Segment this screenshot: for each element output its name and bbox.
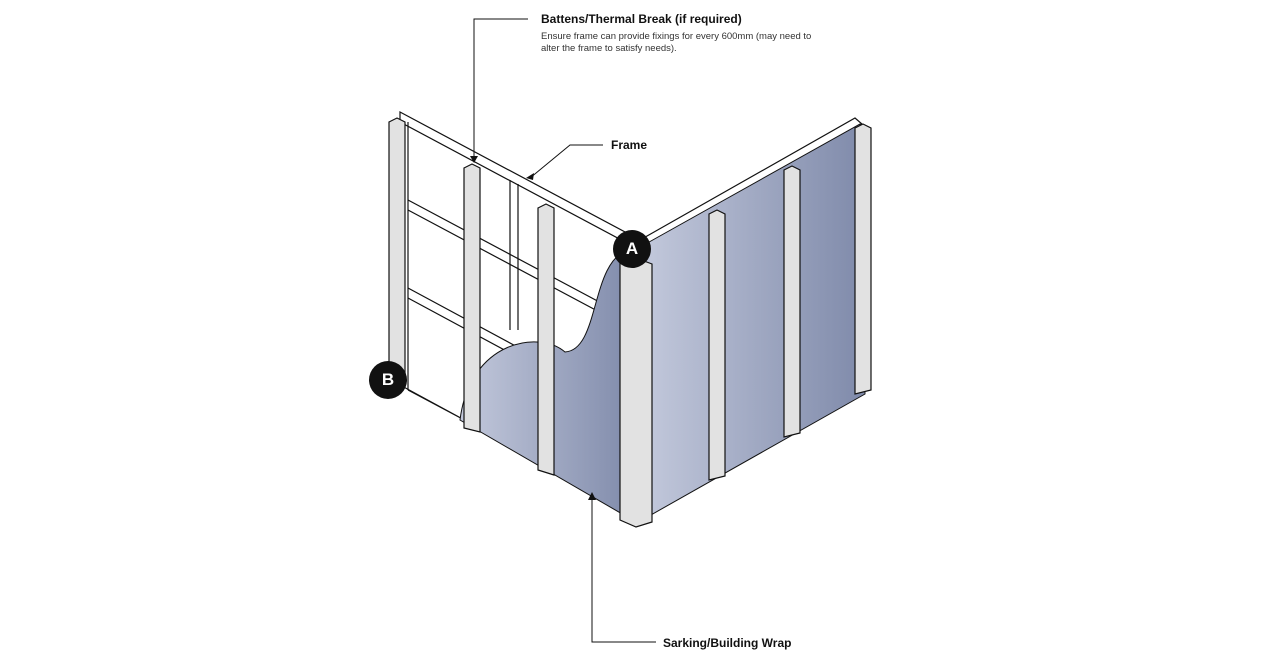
battens-leader (473, 18, 528, 160)
batten (708, 209, 726, 481)
battens-note: Ensure frame can provide fixings for eve… (541, 31, 812, 54)
batten (388, 117, 406, 386)
batten (854, 123, 872, 395)
arrowhead-icon (526, 173, 534, 180)
left-top-plate (399, 111, 641, 251)
corner-batten (619, 257, 653, 528)
arrowheads (470, 156, 596, 500)
battens-label: Battens/Thermal Break (if required) (541, 12, 742, 26)
marker-b: B (369, 361, 407, 399)
right-sarking (641, 123, 866, 521)
leader-lines (473, 18, 656, 643)
marker-a: A (613, 230, 651, 268)
arrowhead-icon (470, 156, 478, 163)
arrowhead-icon (588, 492, 596, 500)
frame-leader (529, 144, 603, 179)
sarking-label: Sarking/Building Wrap (663, 636, 792, 650)
battens (388, 117, 872, 528)
sarking-leader (591, 495, 656, 643)
upper-nog (407, 199, 621, 324)
batten (537, 203, 555, 476)
batten (783, 165, 801, 438)
bottom-plate (399, 384, 471, 424)
frame-label: Frame (611, 138, 648, 152)
batten (463, 163, 481, 433)
